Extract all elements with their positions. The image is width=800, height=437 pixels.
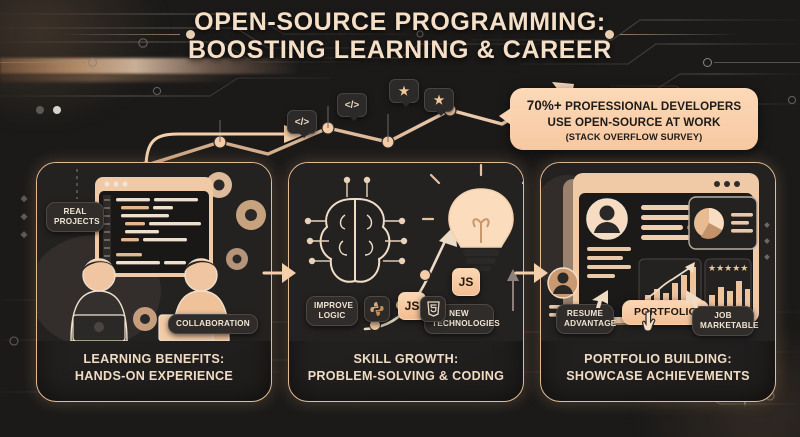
title-rule2-right	[714, 62, 800, 63]
chip-new-technologies-line2: TECHNOLOGIES	[432, 318, 500, 328]
chip-collaboration[interactable]: COLLABORATION	[168, 314, 258, 334]
js-badge-1[interactable]: JS	[452, 268, 480, 296]
panel2-caption-line1: SKILL GROWTH:	[353, 352, 459, 367]
svg-text:★★★★★: ★★★★★	[708, 264, 748, 274]
panel3-caption-line2: SHOWCASE ACHIEVEMENTS	[566, 369, 750, 384]
chip-resume-advantage[interactable]: RESUME ADVANTAGE	[556, 304, 617, 334]
decorative-dots	[36, 106, 61, 114]
callout-stat: 70%+	[526, 98, 562, 113]
chip-resume-advantage-line1: RESUME	[566, 309, 604, 318]
chip-improve-logic-line1: IMPROVE	[314, 301, 354, 310]
callout-line-1: 70%+ PROFESSIONAL DEVELOPERS	[520, 97, 748, 115]
callout-line-2: USE OPEN-SOURCE AT WORK	[547, 115, 721, 129]
panel2-caption: SKILL GROWTH: PROBLEM-SOLVING & CODING	[297, 351, 515, 385]
chip-collaboration-label: COLLABORATION	[176, 319, 250, 328]
panel-portfolio-building[interactable]: ★★★★★ PORTFOLIO B	[540, 162, 776, 402]
chip-real-projects-line2: PROJECTS	[54, 216, 100, 226]
panel-skill-growth[interactable]: SKILL GROWTH: PROBLEM-SOLVING & CODING	[288, 162, 524, 402]
panel2-caption-line2: PROBLEM-SOLVING & CODING	[307, 369, 505, 384]
chip-real-projects[interactable]: REAL PROJECTS	[46, 202, 104, 232]
pointer-arrow-resume	[592, 290, 608, 308]
arrow-right-icon-1	[262, 263, 296, 283]
chip-resume-advantage-line2: ADVANTAGE	[564, 318, 617, 328]
panel1-illustration	[37, 163, 271, 341]
python-badge[interactable]	[364, 296, 390, 322]
panel3-caption-line1: PORTFOLIO BUILDING:	[584, 352, 732, 367]
callout-source: (STACK OVERFLOW SURVEY)	[565, 131, 703, 142]
panel3-caption: PORTFOLIO BUILDING: SHOWCASE ACHIEVEMENT…	[549, 351, 767, 385]
panel1-caption: LEARNING BENEFITS: HANDS-ON EXPERIENCE	[45, 351, 263, 385]
title-ring-right	[703, 58, 712, 67]
panel1-caption-line2: HANDS-ON EXPERIENCE	[74, 369, 234, 384]
chip-job-marketable-line2: MARKETABLE	[700, 320, 759, 330]
cursor-pointer-icon	[642, 310, 656, 332]
chip-improve-logic-line2: LOGIC	[318, 310, 346, 320]
copper-gradient-streak-secondary	[0, 74, 240, 82]
css3-badge[interactable]	[420, 296, 446, 322]
callout-line-1-rest: PROFESSIONAL DEVELOPERS	[561, 100, 742, 113]
chip-real-projects-line1: REAL	[63, 207, 87, 216]
python-icon	[370, 302, 384, 316]
star-marker-2: ★	[424, 88, 454, 116]
statistic-callout: 70%+ PROFESSIONAL DEVELOPERS USE OPEN-SO…	[499, 88, 758, 150]
panel-learning-benefits[interactable]: LEARNING BENEFITS: HANDS-ON EXPERIENCE	[36, 162, 272, 402]
js-badge-2[interactable]: JS	[398, 292, 426, 320]
title-line-1: OPEN-SOURCE PROGRAMMING:	[194, 8, 606, 36]
panel1-caption-line1: LEARNING BENEFITS:	[83, 352, 225, 367]
title-rule-left	[60, 34, 180, 35]
chip-job-marketable[interactable]: JOB MARKETABLE	[692, 306, 759, 336]
code-tag-marker-2: </>	[337, 93, 367, 121]
title-rule2-left	[0, 62, 86, 63]
page-title: OPEN-SOURCE PROGRAMMING: BOOSTING LEARNI…	[0, 8, 800, 67]
title-bullet-left	[186, 30, 195, 39]
title-rule-right	[620, 34, 740, 35]
star-marker-1: ★	[389, 79, 419, 107]
title-ring-left	[88, 58, 97, 67]
chip-job-marketable-line1: JOB	[714, 311, 732, 320]
title-line-2: BOOSTING LEARNING & CAREER	[188, 36, 612, 64]
chip-improve-logic[interactable]: IMPROVE LOGIC	[306, 296, 358, 326]
pointer-arrow-job	[686, 290, 702, 308]
title-bullet-right	[605, 30, 614, 39]
chip-new-technologies-line1: NEW	[449, 309, 469, 318]
arrow-right-icon-2	[514, 263, 548, 283]
css3-icon	[426, 301, 440, 317]
code-tag-marker-1: </>	[287, 110, 317, 138]
